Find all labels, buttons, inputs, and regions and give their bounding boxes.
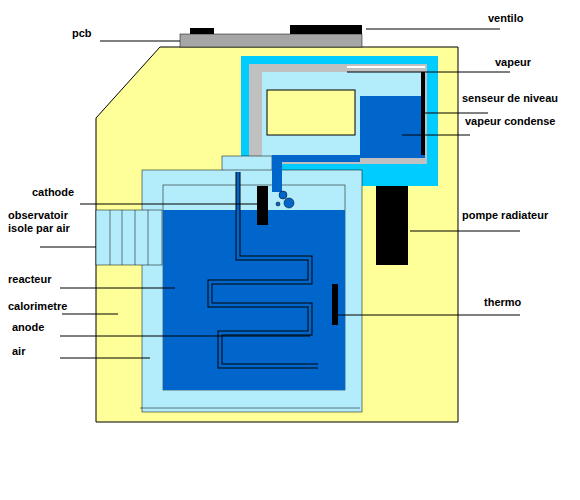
pcb-component	[190, 28, 214, 34]
part-label: anode	[12, 321, 44, 334]
fan	[290, 25, 362, 34]
vapour-chamber	[262, 72, 425, 158]
part-label: senseur de niveau	[462, 92, 558, 105]
level-sensor	[421, 72, 425, 155]
part-label: observatoir isole par air	[8, 209, 93, 235]
leader-line	[347, 72, 510, 73]
part-label: cathode	[32, 186, 74, 199]
air-gap	[142, 170, 362, 412]
reactor-vessel	[163, 185, 345, 390]
part-label: vapeur	[495, 56, 531, 69]
pane-line	[122, 210, 123, 265]
reactor-liquid	[163, 210, 345, 390]
window-panes	[110, 210, 148, 265]
part-label: ventilo	[488, 12, 523, 25]
condensed-vapour	[360, 96, 425, 158]
vapour-line	[347, 66, 425, 68]
cathode	[257, 186, 268, 225]
leader-line	[338, 315, 520, 316]
leader-line	[60, 358, 150, 359]
part-label: pompe radiateur	[462, 209, 548, 222]
leader-line	[410, 231, 520, 232]
leader-line	[60, 288, 175, 289]
leader-line	[100, 41, 180, 42]
bubble	[284, 198, 294, 208]
pane-line	[110, 210, 111, 265]
leader-line	[366, 29, 500, 30]
pane-line	[148, 210, 149, 265]
leader-line	[80, 204, 257, 205]
bubble	[279, 191, 287, 199]
radiator-pump	[376, 186, 408, 265]
leader-line	[60, 336, 310, 337]
part-label: thermo	[484, 296, 521, 309]
anode-outline	[210, 172, 318, 366]
leader-line	[62, 314, 118, 315]
part-label: reacteur	[8, 273, 51, 286]
observation-window	[96, 210, 162, 265]
pcb-board	[180, 34, 362, 47]
leader-line	[40, 247, 96, 248]
anode	[210, 172, 318, 366]
housing	[96, 47, 458, 422]
thermometer	[332, 284, 338, 325]
leader-lines	[40, 29, 520, 358]
leader-line	[402, 135, 470, 136]
pane-line	[135, 210, 136, 265]
part-label: pcb	[72, 27, 92, 40]
part-label: calorimetre	[8, 300, 67, 313]
base-line	[140, 408, 360, 409]
part-label: air	[12, 345, 25, 358]
vapour-window	[267, 90, 355, 135]
vapour-frame	[249, 64, 427, 164]
part-label: vapeur condense	[465, 115, 555, 128]
leader-line	[425, 113, 488, 114]
bubble	[276, 202, 280, 206]
condensate-return	[272, 155, 360, 192]
